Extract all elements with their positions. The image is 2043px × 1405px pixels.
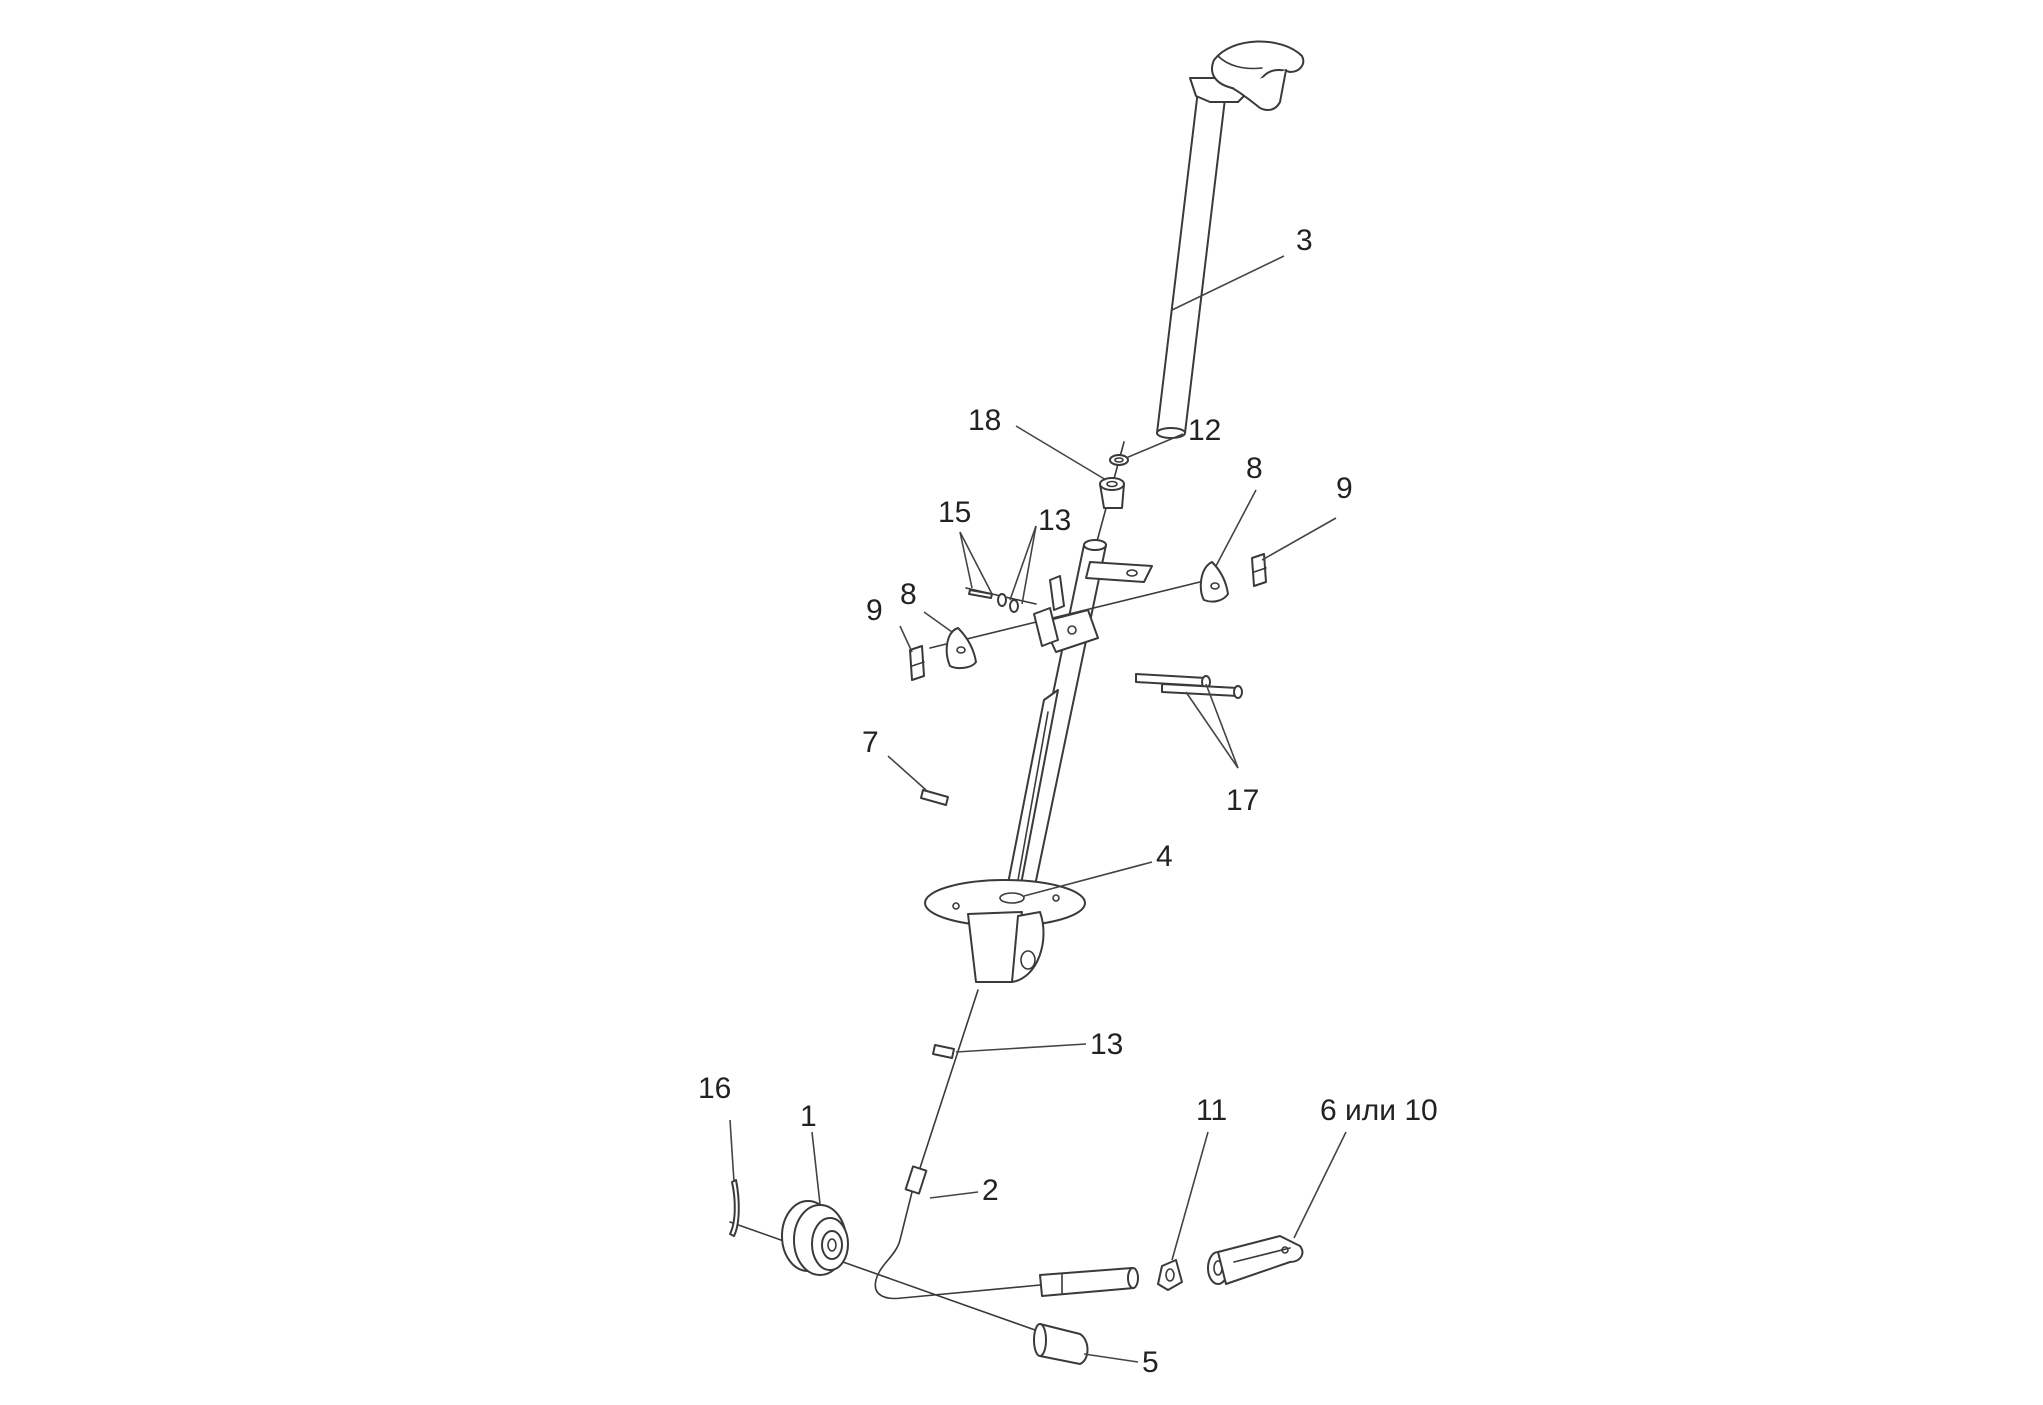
callout-14: 13 [1090,1028,1123,1061]
callout-3: 3 [1296,224,1313,257]
callout-17: 17 [1226,784,1259,817]
part-1-pulley-wheel [729,1200,1053,1337]
callout-4: 4 [1156,840,1173,873]
part-7-pin [920,789,949,806]
part-17-pins [1135,673,1243,699]
callout-1: 1 [800,1100,817,1133]
part-9-clip-left [909,645,925,681]
callout-5: 5 [1142,1346,1159,1379]
callout-2: 2 [982,1174,999,1207]
leader-lines [729,255,1347,1363]
callout-18: 18 [968,404,1001,437]
callout-8-left: 8 [900,578,917,611]
part-6-10-fork [1207,1235,1304,1285]
part-18-bushing [1099,477,1125,509]
callout-9-right: 9 [1336,472,1353,505]
part-5-end-cap [1033,1323,1089,1365]
part-4-base-tube [924,539,1153,983]
part-13-15-small-parts [965,587,1037,613]
callout-7: 7 [862,726,879,759]
part-12-washer [1109,454,1129,466]
part-11-nut [1157,1259,1183,1291]
callout-12: 12 [1188,414,1221,447]
part-2-cable [874,1165,1139,1300]
part-16-cotter-pin [729,1179,740,1237]
callout-13: 13 [1038,504,1071,537]
part-8-cam-left [945,627,977,670]
callout-8-right: 8 [1246,452,1263,485]
part-14-clamp [932,1044,955,1059]
part-3-handle-rod [1156,40,1305,439]
callout-9-left: 9 [866,594,883,627]
pivot-block [929,575,1209,653]
callout-labels: 3 12 18 13 15 8 9 9 8 7 17 4 13 16 1 11 … [698,224,1438,1379]
callout-15: 15 [938,496,971,529]
callout-11: 11 [1196,1094,1227,1127]
part-9-clip-right [1251,553,1267,587]
callout-16: 16 [698,1072,731,1105]
part-8-cam-right [1199,561,1229,603]
callout-6-or-10: 6 или 10 [1320,1094,1438,1127]
